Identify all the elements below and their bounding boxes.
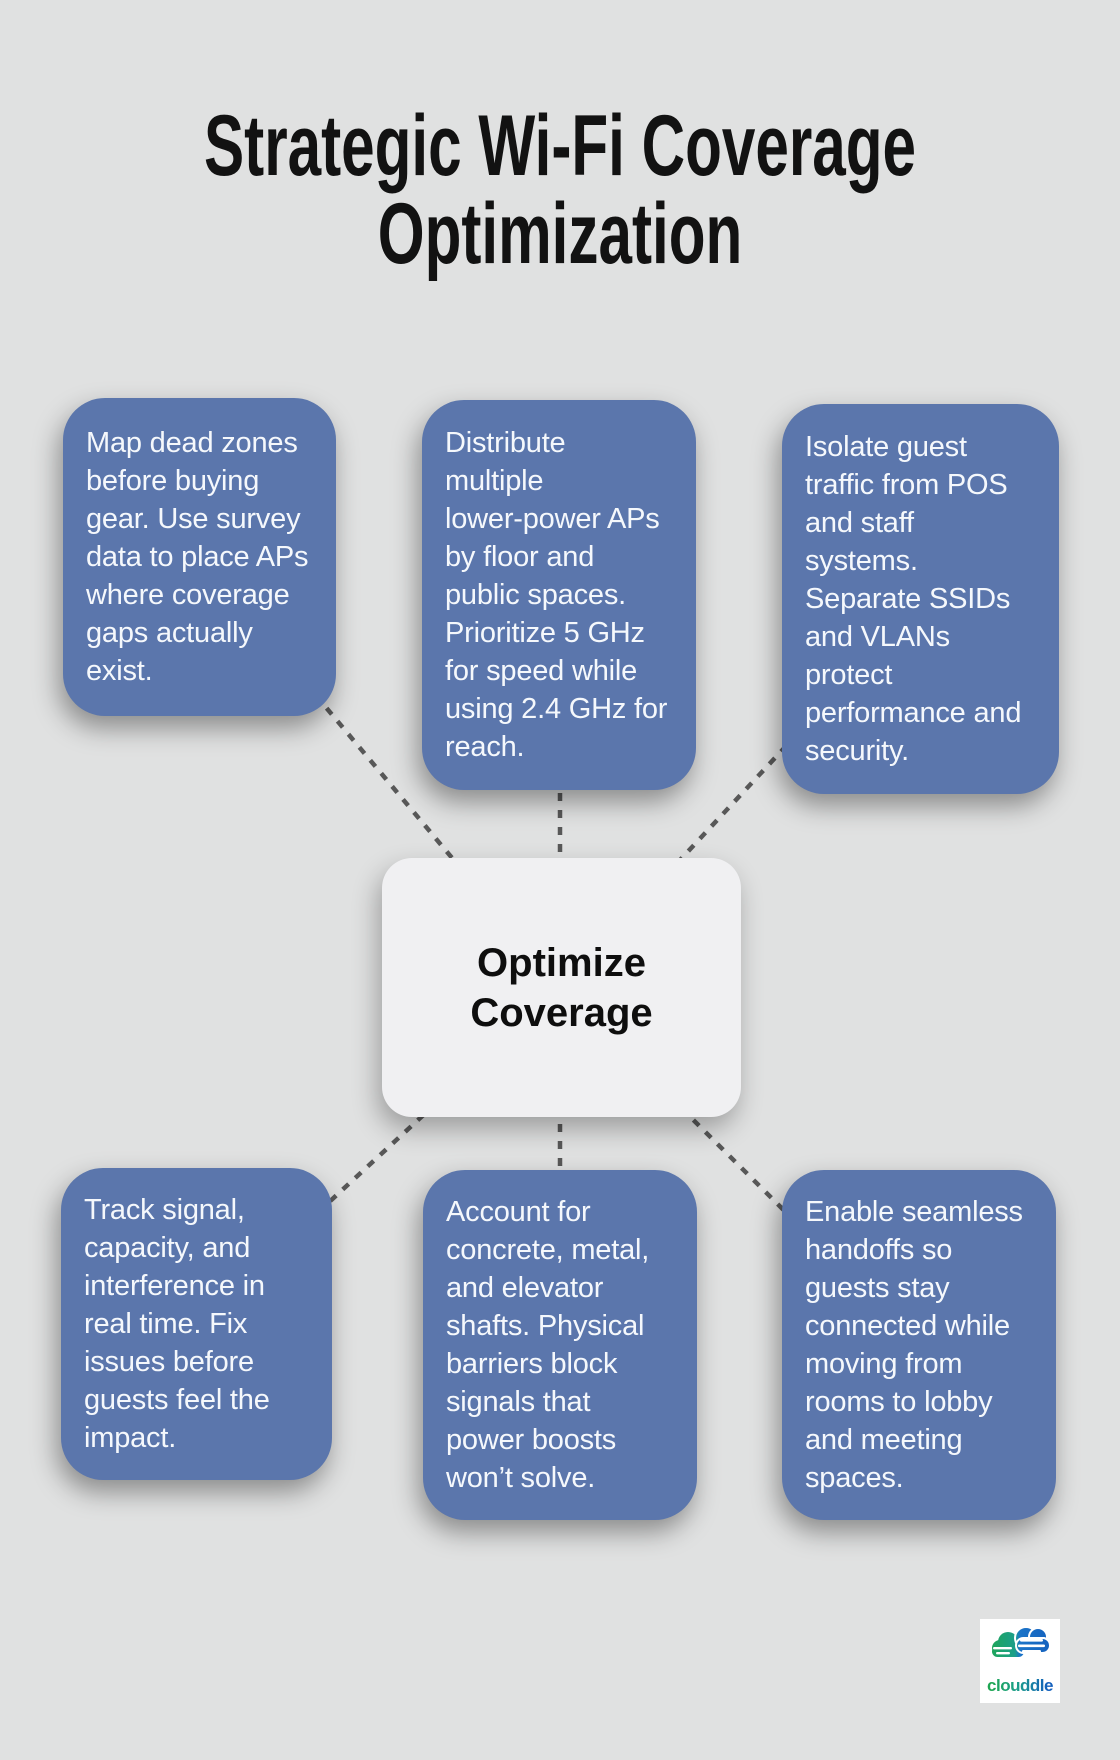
center-node-line: Coverage [470,990,653,1035]
text-line: Track signal, [84,1194,245,1226]
page-title-line: Strategic Wi-Fi Coverage [203,98,916,194]
text-line: shafts. Physical [446,1310,645,1342]
text-line: spaces. [805,1462,904,1494]
text-line: before buying [86,465,260,497]
cloud-speed-lines [993,1639,1045,1655]
text-line: Distribute [445,427,566,459]
text-line: data to place APs [86,541,309,573]
text-line: Map dead zones [86,427,298,459]
text-line: and meeting [805,1424,963,1456]
text-line: connected while [805,1310,1010,1342]
page-title: Strategic Wi-Fi Coverage Optimization [0,102,1120,278]
text-line: and VLANs [805,621,950,653]
brand-logo: clouddle [980,1619,1060,1703]
text-line: guests feel the [84,1384,270,1416]
page-title-line: Optimization [377,186,743,282]
brand-wordmark: clouddle [987,1676,1053,1695]
text-line: Account for [446,1196,591,1228]
text-line: concrete, metal, [446,1234,650,1266]
branch-box-bottom-right: Enable seamless handoffs so guests stay con… [782,1170,1056,1520]
text-line: Prioritize 5 GHz [445,617,645,649]
text-line: gaps actually [86,617,253,649]
branch-box-top-right: Isolate guest traffic from POS and staff sy… [782,404,1059,794]
clouddle-logo-graphic: clouddle [987,1626,1053,1695]
text-line: power boosts [446,1424,617,1456]
branch-box-top-middle: Distribute multiple lower-power APs by floo… [422,400,696,790]
text-line: performance and [805,697,1022,729]
text-line: impact. [84,1422,177,1454]
text-line: and elevator [446,1272,604,1304]
text-line: and staff [805,507,914,539]
text-line: Separate SSIDs [805,583,1011,615]
text-line: issues before [84,1346,254,1378]
text-line: traffic from POS [805,469,1008,501]
center-node: Optimize Coverage [382,858,741,1117]
text-line: interference in [84,1270,265,1302]
text-line: guests stay [805,1272,950,1304]
text-line: real time. Fix [84,1308,248,1340]
text-line: won’t solve. [446,1462,596,1494]
text-line: gear. Use survey [86,503,301,535]
text-line: exist. [86,655,153,687]
center-node-line: Optimize [477,940,646,985]
text-line: capacity, and [84,1232,251,1264]
text-line: rooms to lobby [805,1386,993,1418]
text-line: barriers block [446,1348,618,1380]
text-line: public spaces. [445,579,626,611]
text-line: Isolate guest [805,431,967,463]
text-line: reach. [445,731,525,763]
text-line: by floor and [445,541,595,573]
text-line: where coverage [86,579,290,611]
branch-box-top-left: Map dead zones before buying gear. Use sur… [63,398,336,716]
text-line: protect [805,659,893,691]
text-line: security. [805,735,910,767]
branch-box-bottom-left: Track signal, capacity, and interference i… [61,1168,332,1480]
text-line: for speed while [445,655,638,687]
text-line: Enable seamless [805,1196,1023,1228]
text-line: handoffs so [805,1234,953,1266]
text-line: using 2.4 GHz for [445,693,668,725]
text-line: lower-power APs [445,503,660,535]
text-line: multiple [445,465,544,497]
text-line: moving from [805,1348,963,1380]
text-line: signals that [446,1386,591,1418]
branch-box-bottom-middle: Account for concrete, metal, and elevator s… [423,1170,697,1520]
text-line: systems. [805,545,918,577]
